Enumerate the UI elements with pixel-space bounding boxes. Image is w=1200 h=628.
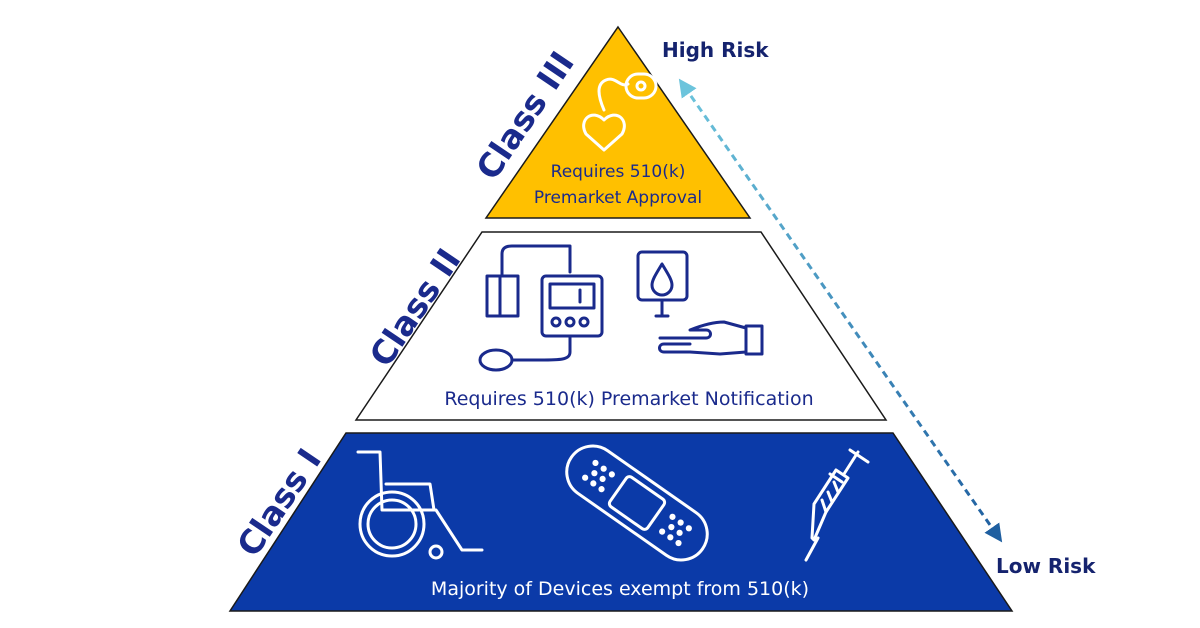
bandage-icon: [565, 444, 709, 562]
blood-pressure-monitor-icon: [478, 244, 604, 372]
class-i-description: Majority of Devices exempt from 510(k): [430, 578, 810, 600]
glucose-drop-finger-icon: [636, 250, 764, 356]
low-risk-label: Low Risk: [996, 554, 1096, 578]
wheelchair-icon: [356, 450, 484, 560]
class-iii-description-line2: Premarket Approval: [533, 188, 703, 208]
class-ii-description: Requires 510(k) Premarket Notification: [444, 388, 814, 410]
high-risk-label: High Risk: [662, 38, 769, 62]
class-iii-description-line1: Requires 510(k): [550, 162, 686, 182]
syringe-icon: [804, 448, 870, 562]
pacemaker-heart-icon: [582, 72, 658, 152]
risk-scale-arrow: [678, 78, 1003, 543]
